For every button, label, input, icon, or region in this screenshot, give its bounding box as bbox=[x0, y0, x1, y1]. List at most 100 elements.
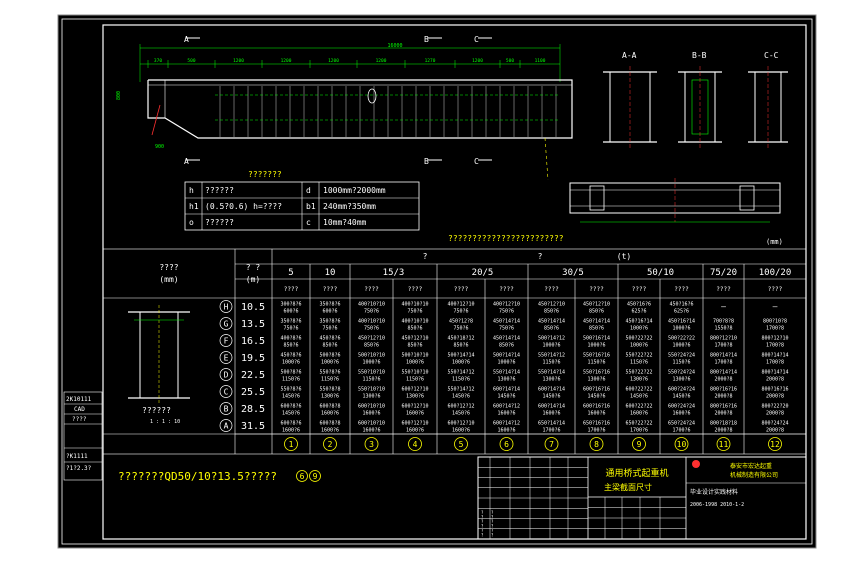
cell-2-0-b: 850?6 bbox=[283, 343, 298, 349]
tb-mini-2: ? bbox=[481, 515, 484, 520]
capacity-1: 10 bbox=[325, 268, 336, 278]
cell-6-4-b: 1450?6 bbox=[452, 411, 470, 417]
sub-header-7: ???? bbox=[589, 286, 604, 293]
capacity-6: 75/20 bbox=[710, 268, 737, 278]
cell-4-9-a: 550?24?24 bbox=[668, 370, 695, 376]
col-number-8: 9 bbox=[637, 440, 642, 449]
cell-4-4-a: 550?14?12 bbox=[447, 370, 474, 376]
cell-3-1-b: 1000?6 bbox=[321, 360, 339, 366]
col-number-circle-2 bbox=[364, 437, 379, 451]
note-circle-2-text: 9 bbox=[313, 472, 318, 481]
param-desc-2: ?????? bbox=[205, 218, 234, 227]
cell-6-11-b: 2000?8 bbox=[766, 411, 784, 417]
cell-1-1-b: 750?6 bbox=[322, 326, 337, 332]
cell-5-5-b: 1450?6 bbox=[497, 394, 515, 400]
cell-5-4-a: 550?14?12 bbox=[447, 387, 474, 393]
tb-sub-name: 主梁截面尺寸 bbox=[604, 482, 652, 492]
cell-3-9-a: 550?24?24 bbox=[668, 353, 695, 359]
cell-2-10-b: 1700?8 bbox=[714, 343, 732, 349]
capacity-2: 15/3 bbox=[383, 268, 405, 278]
cell-5-9-b: 1450?6 bbox=[672, 394, 690, 400]
cell-5-8-a: 600?22?22 bbox=[625, 387, 652, 393]
cell-6-10-b: 2000?8 bbox=[714, 411, 732, 417]
cell-1-5-a: 450?14?14 bbox=[493, 319, 520, 325]
cell-1-2-a: 400?10?10 bbox=[358, 319, 385, 325]
cell-6-10-a: 800?16?16 bbox=[710, 404, 737, 410]
cell-5-5-a: 600?14?14 bbox=[493, 387, 520, 393]
tb-mini-6: ? bbox=[481, 524, 484, 529]
section-views: A-A B-B C-C bbox=[603, 51, 788, 148]
row-code-1: G bbox=[224, 320, 229, 329]
param-sym2-2: c bbox=[306, 218, 311, 227]
strip-3: ?K1111 bbox=[66, 453, 88, 460]
dim-overall: 16000 bbox=[387, 43, 402, 49]
cell-2-11-b: 1700?8 bbox=[766, 343, 784, 349]
sub-header-0: ???? bbox=[284, 286, 299, 293]
col-number-circle-1 bbox=[323, 437, 337, 451]
cell-2-5-b: 850?6 bbox=[499, 343, 514, 349]
unit-label: (mm) bbox=[766, 238, 783, 246]
span-6: 28.5 bbox=[241, 404, 265, 415]
span-3: 19.5 bbox=[241, 353, 265, 364]
cell-3-10-b: 1700?8 bbox=[714, 360, 732, 366]
dim-top-5: 1200 bbox=[328, 58, 339, 64]
cell-1-7-b: 850?6 bbox=[589, 326, 604, 332]
param-desc-1: (0.5?0.6) h=???? bbox=[205, 202, 282, 211]
cell-5-1-b: 1300?6 bbox=[321, 394, 339, 400]
cell-3-11-a: 800?14?14 bbox=[761, 353, 788, 359]
tb-mini-9: ? bbox=[491, 528, 494, 533]
cell-4-10-a: 800?14?14 bbox=[710, 370, 737, 376]
capacity-5: 50/10 bbox=[647, 268, 674, 278]
dim-top-7: 1270 bbox=[425, 58, 436, 64]
row-code-circle-3 bbox=[219, 351, 233, 364]
cell-4-11-a: 800?14?14 bbox=[761, 370, 788, 376]
cap-header-2: (m) bbox=[246, 275, 260, 284]
col-number-circle-11 bbox=[768, 437, 782, 451]
sub-header-4: ???? bbox=[454, 286, 469, 293]
param-sym2-1: b1 bbox=[306, 202, 316, 211]
dim-bottom-left: 900 bbox=[155, 144, 164, 150]
sub-header-11: ???? bbox=[768, 286, 783, 293]
cell-6-5-b: 1600?6 bbox=[497, 411, 515, 417]
col-number-circle-4 bbox=[454, 437, 468, 451]
cell-6-11-a: 800?22?20 bbox=[761, 404, 788, 410]
cell-7-3-b: 1600?6 bbox=[406, 428, 424, 434]
cell-1-3-b: 850?6 bbox=[407, 326, 422, 332]
cell-0-6-a: 450?12?10 bbox=[538, 302, 565, 308]
cell-4-9-b: 1300?6 bbox=[672, 377, 690, 383]
cell-0-2-a: 400?10?10 bbox=[358, 302, 385, 308]
cell-2-10-a: 800?12?10 bbox=[710, 336, 737, 342]
row-code-circle-7 bbox=[219, 419, 233, 432]
section-title-cc: C-C bbox=[764, 51, 779, 60]
cell-2-4-b: 850?6 bbox=[453, 343, 468, 349]
cell-1-8-a: 450?16?14 bbox=[625, 319, 652, 325]
col-number-3: 4 bbox=[413, 440, 418, 449]
cell-4-7-a: 550?16?16 bbox=[583, 370, 610, 376]
cell-5-6-b: 1450?6 bbox=[542, 394, 560, 400]
strip-4: ?1?2.3? bbox=[66, 465, 92, 472]
tb-mini-10: ? bbox=[481, 533, 484, 538]
cell-7-1-b: 1600?6 bbox=[321, 428, 339, 434]
cell-0-4-a: 400?12?10 bbox=[447, 302, 474, 308]
cell-3-9-b: 1150?6 bbox=[672, 360, 690, 366]
cell-5-7-b: 1450?6 bbox=[587, 394, 605, 400]
sub-header-1: ???? bbox=[323, 286, 338, 293]
cell-1-1-a: 350?8?6 bbox=[319, 319, 340, 325]
cell-6-7-a: 600?16?16 bbox=[583, 404, 610, 410]
col-number-circle-6 bbox=[544, 437, 559, 451]
cell-4-11-b: 2000?8 bbox=[766, 377, 784, 383]
cell-2-4-a: 450?18?12 bbox=[447, 336, 474, 342]
cell-1-2-b: 750?6 bbox=[364, 326, 379, 332]
tb-mini-3: ? bbox=[491, 515, 494, 520]
cell-0-8-a: 450?16?6 bbox=[627, 302, 651, 308]
dim-top-2: 500 bbox=[187, 58, 195, 64]
cell-1-4-a: 450?12?8 bbox=[449, 319, 473, 325]
cell-5-11-a: 800?16?16 bbox=[761, 387, 788, 393]
cell-5-2-a: 550?10?10 bbox=[358, 387, 385, 393]
bottom-note: ???????QD50/10?13.5????? bbox=[118, 470, 277, 483]
cell-0-9-a: 450?16?6 bbox=[669, 302, 693, 308]
span-header-1: ???? bbox=[159, 263, 178, 272]
cell-4-5-a: 550?14?14 bbox=[493, 370, 520, 376]
cell-2-6-a: 500?14?12 bbox=[538, 336, 565, 342]
cell-4-6-a: 550?14?14 bbox=[538, 370, 565, 376]
